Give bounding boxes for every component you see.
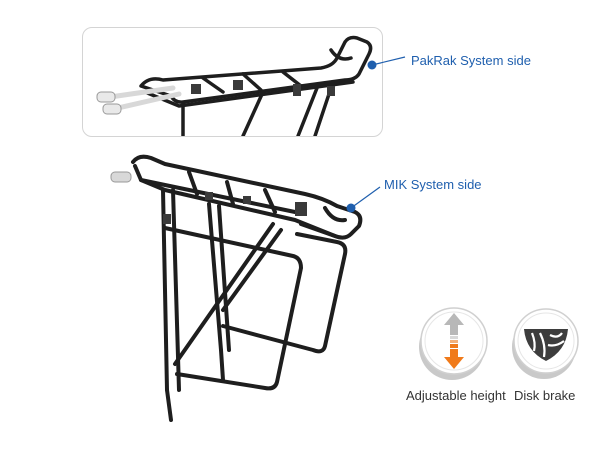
pakrak-callout-label: PakRak System side [411, 53, 531, 68]
adjustable-height-icon [419, 307, 488, 380]
disk-brake-label: Disk brake [514, 388, 576, 403]
pakrak-callout-line [367, 56, 406, 70]
mik-rack-image [110, 154, 363, 422]
disk-brake-icon [512, 308, 579, 379]
pakrak-rack-top-image [96, 35, 373, 136]
adjustable-height-label: Adjustable height [406, 388, 506, 403]
mik-callout-line [346, 186, 381, 213]
pakrak-inset-panel [82, 27, 383, 137]
mik-callout-label: MIK System side [384, 177, 482, 192]
